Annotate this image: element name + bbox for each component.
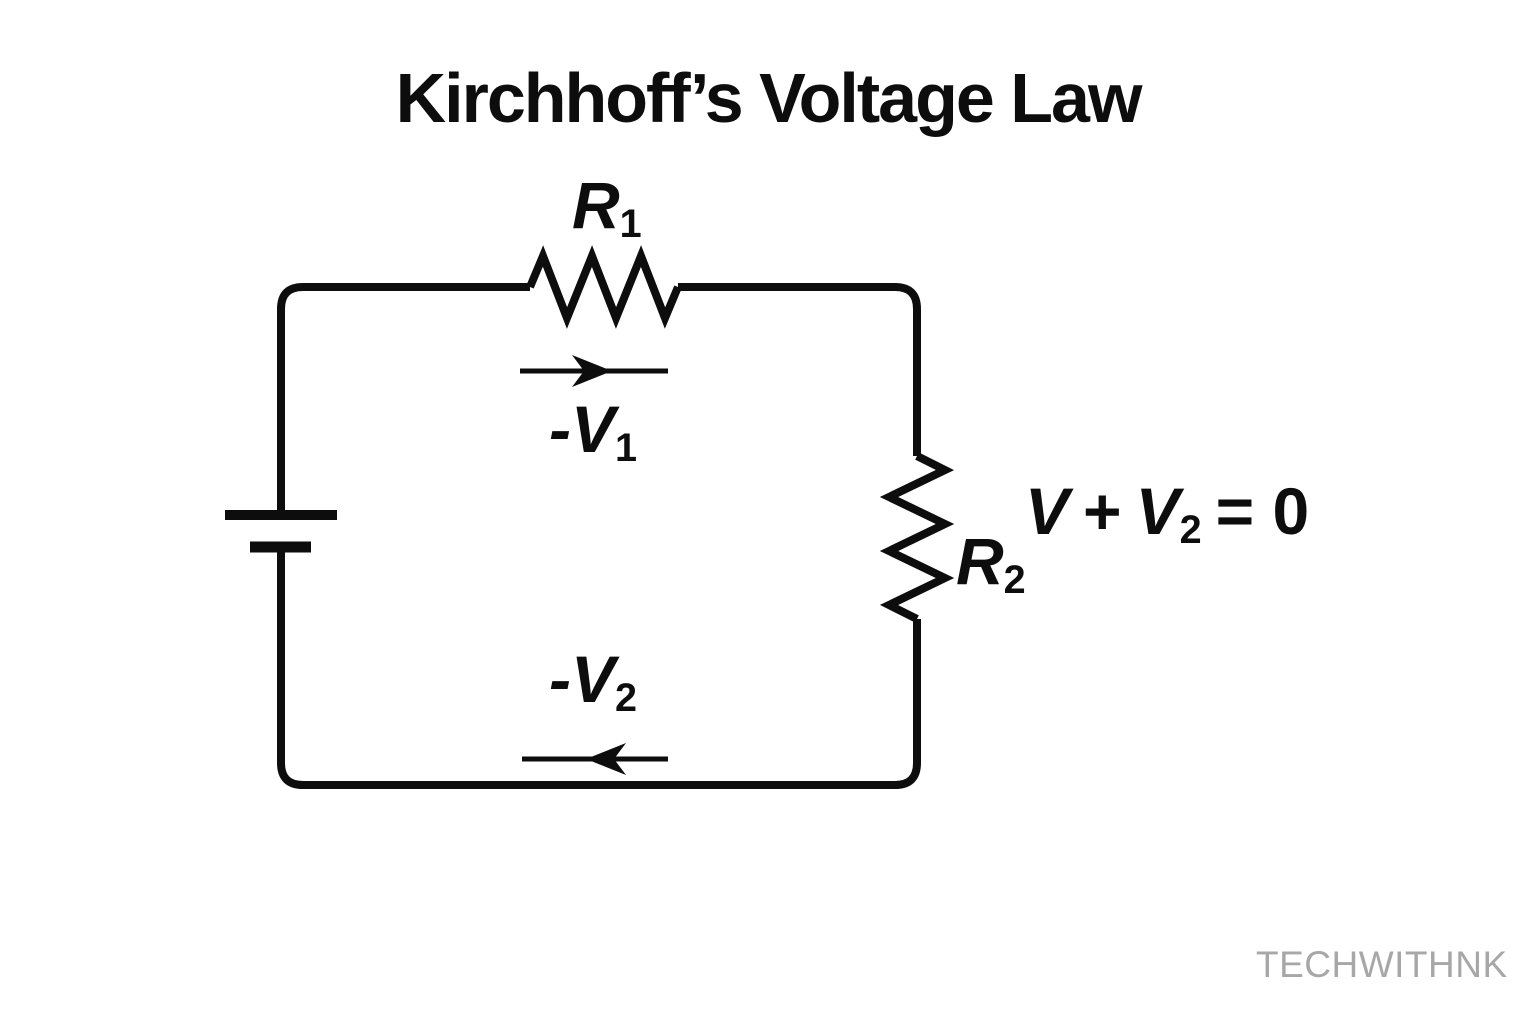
voltage-drop-v1-label: -V1 — [549, 392, 638, 470]
resistor-r2-symbol — [879, 452, 955, 623]
current-arrow-bottom-head-icon — [586, 743, 626, 775]
current-arrow-top-head-icon — [572, 355, 612, 387]
wire-top-right — [678, 283, 921, 456]
wire-left-top — [277, 283, 530, 514]
kvl-equation: V+V2= 0 — [1025, 474, 1310, 552]
resistor-r1-label: R1 — [572, 168, 642, 246]
resistor-r1-symbol — [526, 245, 682, 329]
page-title: Kirchhoff’s Voltage Law — [395, 59, 1143, 137]
watermark-text: TECHWITHNK — [1256, 944, 1508, 985]
wire-bottom-left — [277, 548, 921, 789]
resistor-r2-label: R2 — [956, 524, 1026, 602]
voltage-drop-v2-label: -V2 — [549, 642, 638, 720]
